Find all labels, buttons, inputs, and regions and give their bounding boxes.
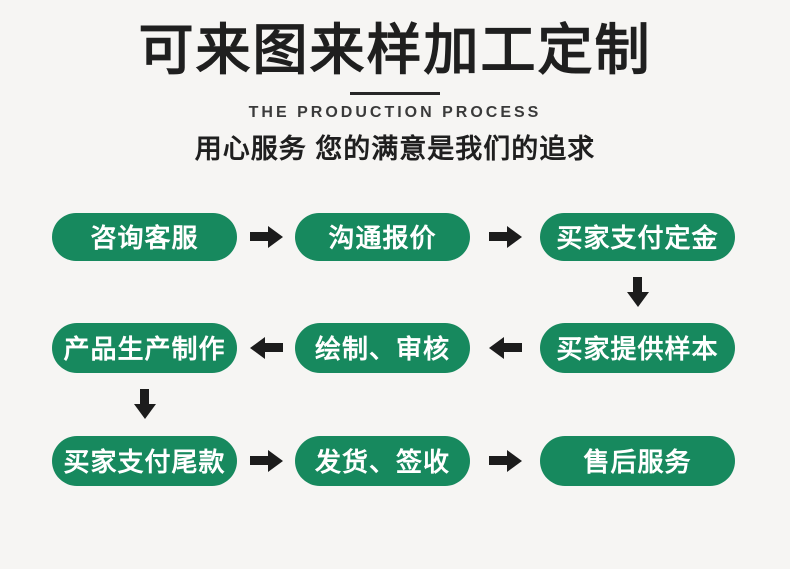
banner-header: 可来图来样加工定制 THE PRODUCTION PROCESS 用心服务 您的… (0, 0, 790, 163)
step-pill-draft-review: 绘制、审核 (295, 322, 470, 373)
arrow-left-shape (488, 336, 522, 359)
step-pill-consult-service: 咨询客服 (52, 212, 237, 261)
step-pill-pay-deposit: 买家支付定金 (540, 212, 735, 261)
arrow-right-shape (488, 449, 522, 472)
arrow-left-icon (470, 323, 540, 373)
arrow-right-icon (470, 436, 540, 486)
subtitle: THE PRODUCTION PROCESS (248, 103, 542, 121)
step-pill-production: 产品生产制作 (52, 322, 237, 373)
arrow-left-shape (249, 336, 283, 359)
arrow-right-shape (249, 449, 283, 472)
step-pill-quote: 沟通报价 (295, 212, 470, 261)
step-pill-provide-sample: 买家提供样本 (540, 322, 735, 373)
page-title: 可来图来样加工定制 (138, 19, 652, 81)
step-pill-after-sales: 售后服务 (540, 435, 735, 486)
arrow-right-shape (488, 225, 522, 248)
arrow-down-icon (540, 261, 735, 323)
arrow-down-icon (52, 373, 237, 436)
arrow-left-icon (237, 323, 295, 373)
step-pill-pay-balance: 买家支付尾款 (52, 435, 237, 486)
tagline: 用心服务 您的满意是我们的追求 (194, 133, 596, 164)
arrow-right-icon (237, 213, 295, 261)
arrow-down-shape (626, 276, 649, 307)
arrow-down-shape (133, 389, 156, 420)
arrow-right-icon (237, 436, 295, 486)
step-pill-ship-sign: 发货、签收 (295, 435, 470, 486)
arrow-right-icon (470, 213, 540, 261)
arrow-right-shape (249, 225, 283, 248)
process-flow-diagram: 咨询客服 沟通报价 买家支付定金 产品生产制作 绘制、审核 买家提供样本 买家支… (52, 212, 790, 486)
title-divider (350, 91, 440, 95)
